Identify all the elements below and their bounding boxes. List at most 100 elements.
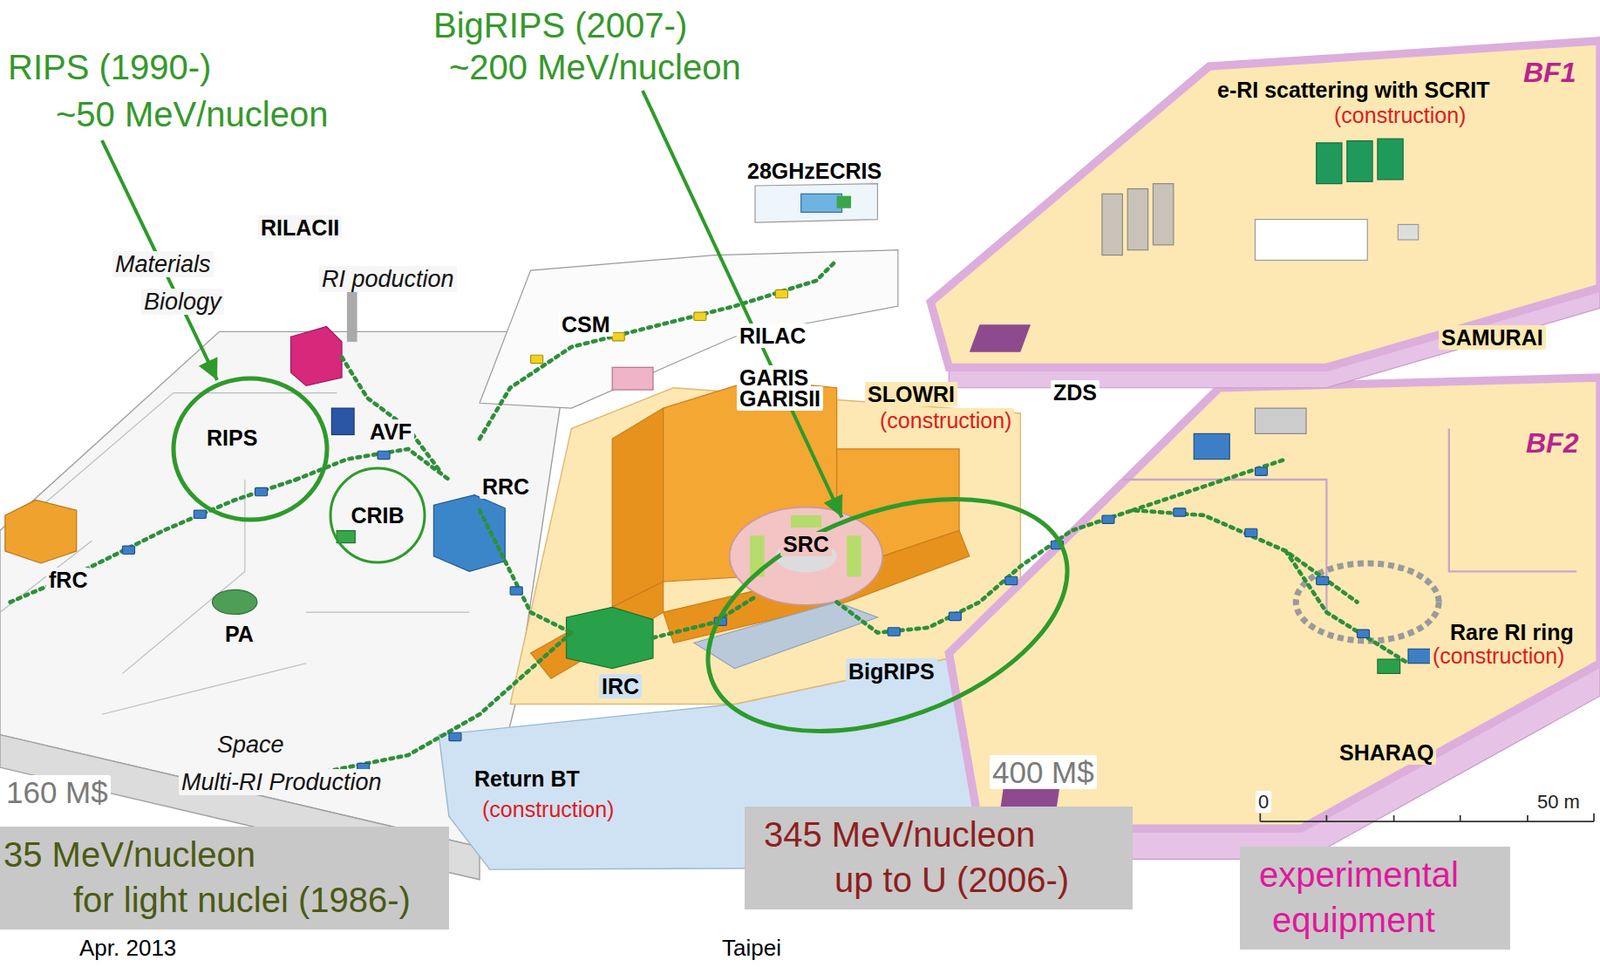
bf1-block (1347, 141, 1373, 183)
bf1-rack (1152, 183, 1173, 246)
sharaq-magnet (1377, 659, 1401, 674)
bf1-room (1254, 219, 1368, 261)
area-name: Materials (112, 251, 214, 278)
ellipse-outline-shape (330, 468, 425, 563)
magnet (531, 354, 544, 363)
label-holder: Return BT (471, 765, 583, 792)
src-ring (729, 507, 884, 606)
samurai-room (1254, 408, 1307, 434)
info-box: experimentalequipment (1239, 846, 1511, 950)
part-name: GARISII (736, 386, 824, 411)
beamline (10, 479, 297, 602)
part-name: fRC (46, 567, 90, 593)
part-name: SAMURAI (1438, 325, 1546, 350)
area-name: Multi-RI Production (178, 769, 385, 796)
src-sector (790, 515, 822, 528)
highlight-ellipse: BigRIPS (693, 495, 1083, 736)
label-holder: 160 M$ (3, 775, 111, 811)
beamline (306, 633, 572, 777)
facility-name: CRIB (347, 502, 407, 529)
label-holder: RI poduction (319, 265, 457, 293)
info-text: equipment (1272, 897, 1436, 943)
rrc-cyclotron (433, 495, 505, 572)
label-holder: 28GHzECRIS (744, 157, 885, 184)
cost-figure: 400 M$ (989, 755, 1097, 790)
label-holder: SRC (780, 531, 832, 558)
magnet (775, 289, 788, 298)
label-holder: Apr. 2013 (76, 934, 179, 961)
beamline (341, 357, 439, 470)
label-holder: fRC (46, 566, 90, 593)
part-name: SHARAQ (1336, 740, 1437, 765)
scale-label: 50 m (1534, 790, 1583, 813)
beamline (653, 597, 756, 639)
text-holder: RIPS (204, 424, 260, 451)
magnet (193, 510, 206, 518)
info-box: 35 MeV/nucleonfor light nuclei (1986-) (0, 826, 450, 930)
bf1-rack (1127, 189, 1148, 251)
label-holder: SLOWRI (864, 381, 958, 408)
part-name: Return BT (471, 766, 583, 791)
status-note: (construction) (1429, 643, 1567, 668)
label-holder: PA (222, 620, 257, 647)
magnet (1316, 576, 1329, 585)
part-name: PA (222, 621, 257, 647)
label-holder: RILACII (258, 214, 342, 241)
label-holder: ZDS (1050, 379, 1100, 406)
garis-magnet (612, 367, 654, 390)
part-name: SLOWRI (864, 381, 958, 407)
facility-name: BigRIPS (845, 658, 938, 685)
floor-name: BF1 (1520, 56, 1579, 89)
frc-cyclotron (5, 499, 77, 564)
avf-cyclotron (331, 408, 355, 435)
info-text: ~50 MeV/nucleon (55, 90, 328, 138)
label-holder: Multi-RI Production (178, 768, 385, 797)
magnet (948, 612, 961, 620)
callout-arrow (102, 140, 218, 381)
part-name: Rare RI ring (1447, 619, 1577, 645)
part-name: AVF (367, 419, 415, 444)
part-name: IRC (599, 674, 642, 699)
info-text: BigRIPS (2007-) (433, 4, 688, 47)
area-name: RI poduction (319, 265, 457, 293)
info-text: experimental (1259, 851, 1459, 898)
scale-label: 0 (1255, 790, 1272, 813)
area-name: Biology (141, 288, 225, 315)
ecris-room (755, 183, 878, 223)
magnet (510, 586, 523, 595)
label-holder: (construction) (1331, 102, 1469, 129)
label-holder: GARISII (736, 385, 824, 412)
scale-bar (1259, 813, 1594, 822)
text-holder: BigRIPS (845, 658, 938, 685)
highlight-ellipse: RIPS (170, 375, 330, 523)
magnet (694, 312, 707, 320)
rilac2-magnet (291, 326, 343, 386)
magnet (1254, 467, 1267, 476)
magnet (1005, 576, 1018, 585)
footer-note: Taipei (719, 934, 784, 961)
magnet (1173, 508, 1186, 517)
area-name: Space (214, 731, 287, 758)
label-holder: CSM (558, 311, 613, 338)
footer-note: Apr. 2013 (76, 934, 179, 961)
part-name: RILAC (736, 323, 809, 348)
label-holder: AVF (367, 418, 415, 445)
label-holder: Rare RI ring (1447, 619, 1577, 646)
part-name: e-RI scattering with SCRIT (1214, 77, 1493, 103)
info-text: ~200 MeV/nucleon (449, 46, 742, 89)
bf1-floor (930, 40, 1600, 368)
beamline (837, 510, 1358, 633)
irc-cyclotron (566, 606, 654, 668)
magnet (612, 333, 625, 341)
facility-name: RIPS (204, 424, 260, 451)
beamline (1132, 459, 1287, 511)
shield-wall (531, 581, 664, 679)
label-holder: IRC (599, 673, 642, 700)
magnet (1245, 528, 1258, 537)
label-holder: 50 m (1534, 790, 1583, 814)
bf2-partitions (1122, 428, 1577, 613)
magnet (255, 487, 268, 496)
label-holder: Materials (112, 250, 214, 279)
magnet (1102, 515, 1115, 524)
floor-name: BF2 (1523, 427, 1581, 459)
